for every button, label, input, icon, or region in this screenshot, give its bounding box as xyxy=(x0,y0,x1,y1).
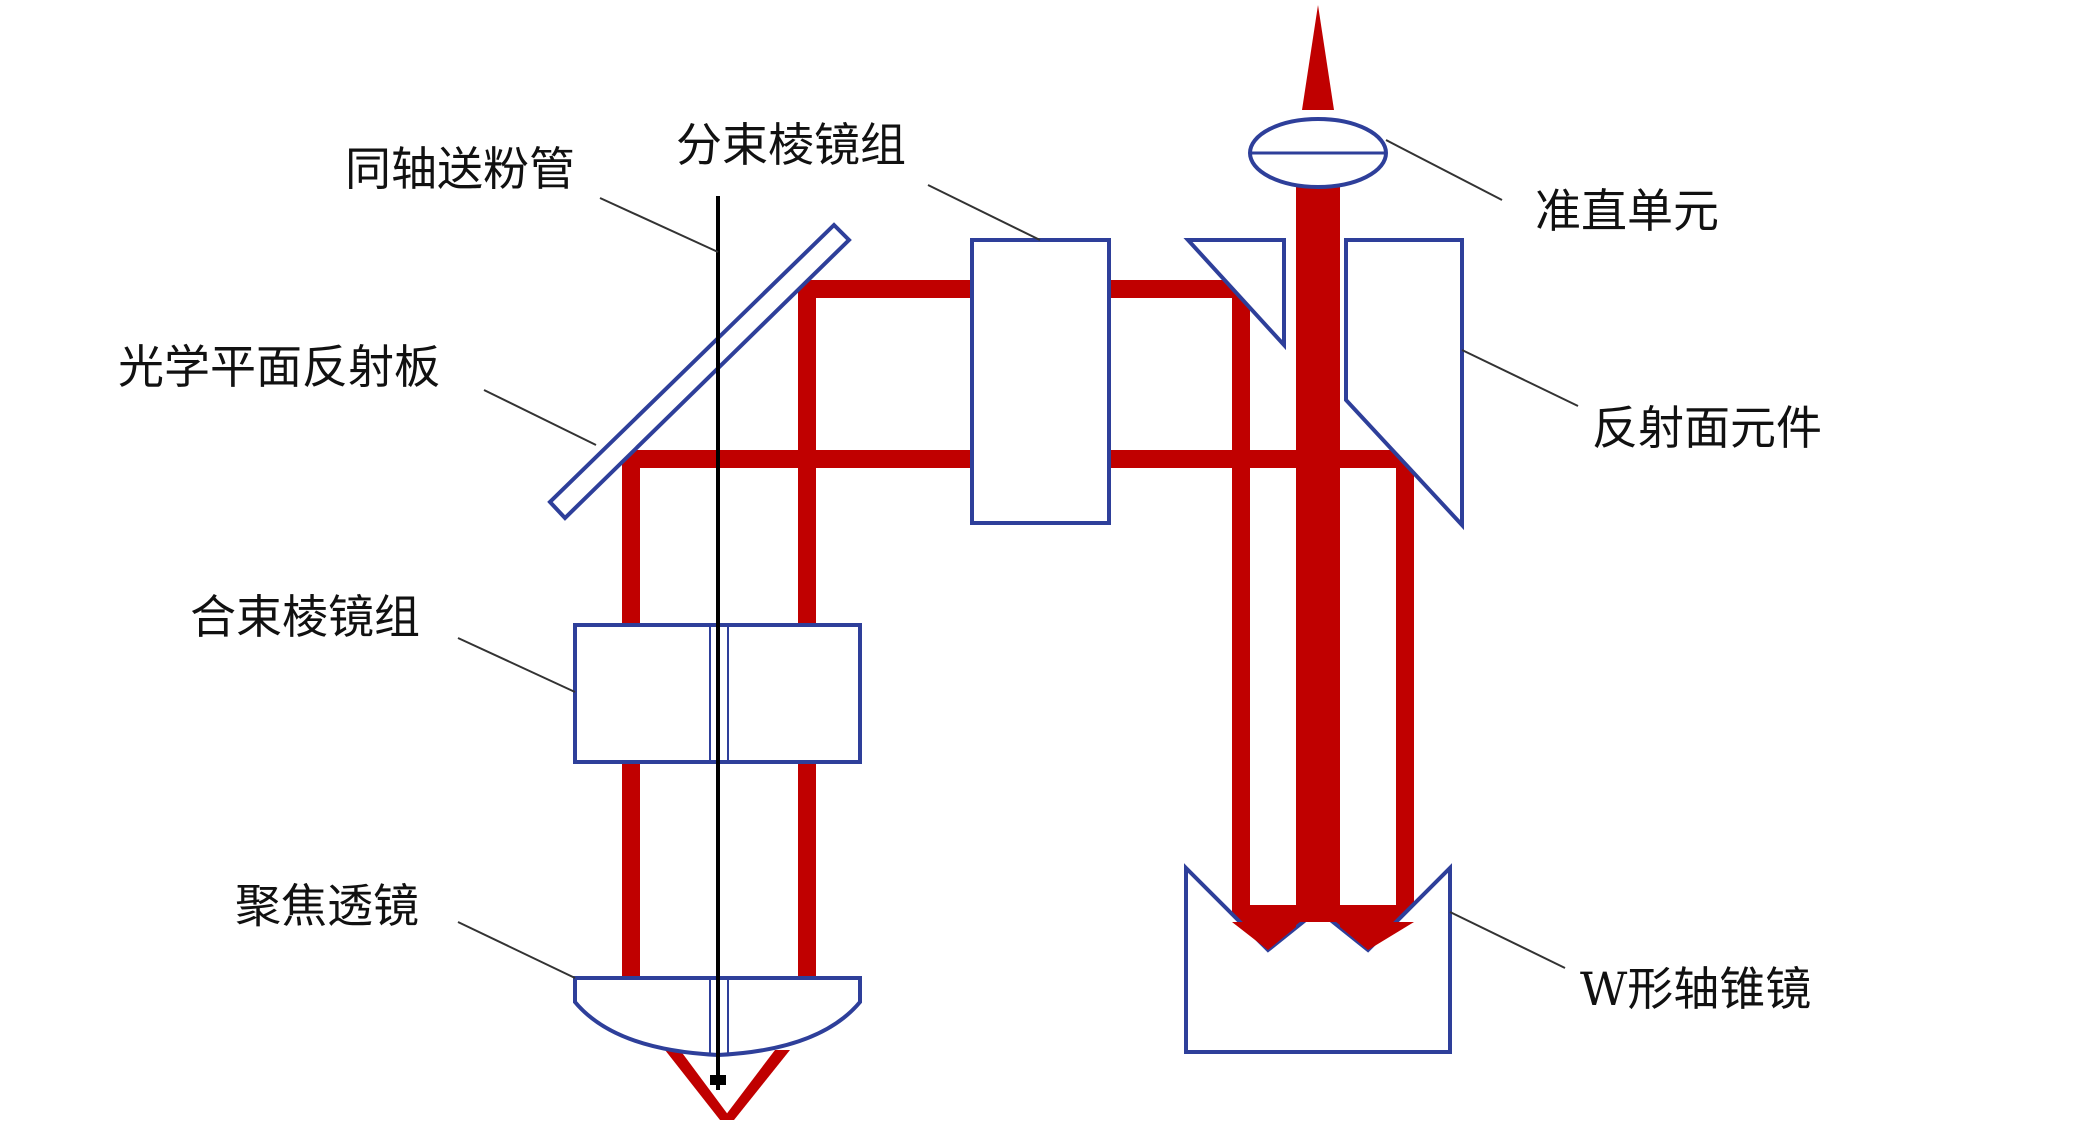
label-reflective-element: 反射面元件 xyxy=(1592,401,1822,455)
powder-tube-group xyxy=(710,196,726,1090)
optical-components xyxy=(547,117,1464,1058)
label-coaxial-powder-tube: 同轴送粉管 xyxy=(345,142,575,196)
w-axicon-center-fill xyxy=(1296,905,1340,922)
output-beam-arrow xyxy=(1302,5,1334,110)
label-beam-combine-prism: 合束棱镜组 xyxy=(190,590,420,644)
label-optical-flat-mirror: 光学平面反射板 xyxy=(118,340,440,394)
label-collimation-unit: 准直单元 xyxy=(1535,184,1719,238)
central-beam-overlay xyxy=(1296,238,1340,538)
leader-beam-combine-prism xyxy=(457,637,576,693)
beam-split-prism-block xyxy=(970,238,1111,525)
reflective-element-right-prism xyxy=(1344,238,1464,531)
optical-flat-mirror-plate xyxy=(547,222,852,521)
label-beam-split-prism: 分束棱镜组 xyxy=(676,118,906,172)
w-axicon-beam-fill xyxy=(1232,922,1296,950)
w-axicon-beam-fill-right xyxy=(1340,922,1414,950)
leader-optical-flat-mirror xyxy=(483,389,597,446)
label-w-axicon: W形轴锥镜 xyxy=(1580,962,1812,1016)
leader-reflective-element xyxy=(1461,349,1579,407)
focused-cone-right xyxy=(722,1050,790,1120)
leader-w-axicon xyxy=(1449,911,1566,969)
leader-focusing-lens xyxy=(457,921,576,979)
beam-right-outer-vertical xyxy=(1396,457,1414,922)
w-axicon-body xyxy=(1184,863,1452,1054)
powder-tube-nozzle xyxy=(710,1075,726,1085)
leader-collimation-unit xyxy=(1385,139,1503,201)
focused-cone xyxy=(665,1050,732,1120)
leader-coaxial-powder-tube xyxy=(599,197,719,253)
beam-right-inner-vertical xyxy=(1232,282,1250,922)
leader-lines xyxy=(457,139,1579,979)
label-focusing-lens: 聚焦透镜 xyxy=(235,879,419,933)
reflective-element-left-prism xyxy=(1183,238,1286,351)
leader-beam-split-prism xyxy=(927,184,1041,241)
